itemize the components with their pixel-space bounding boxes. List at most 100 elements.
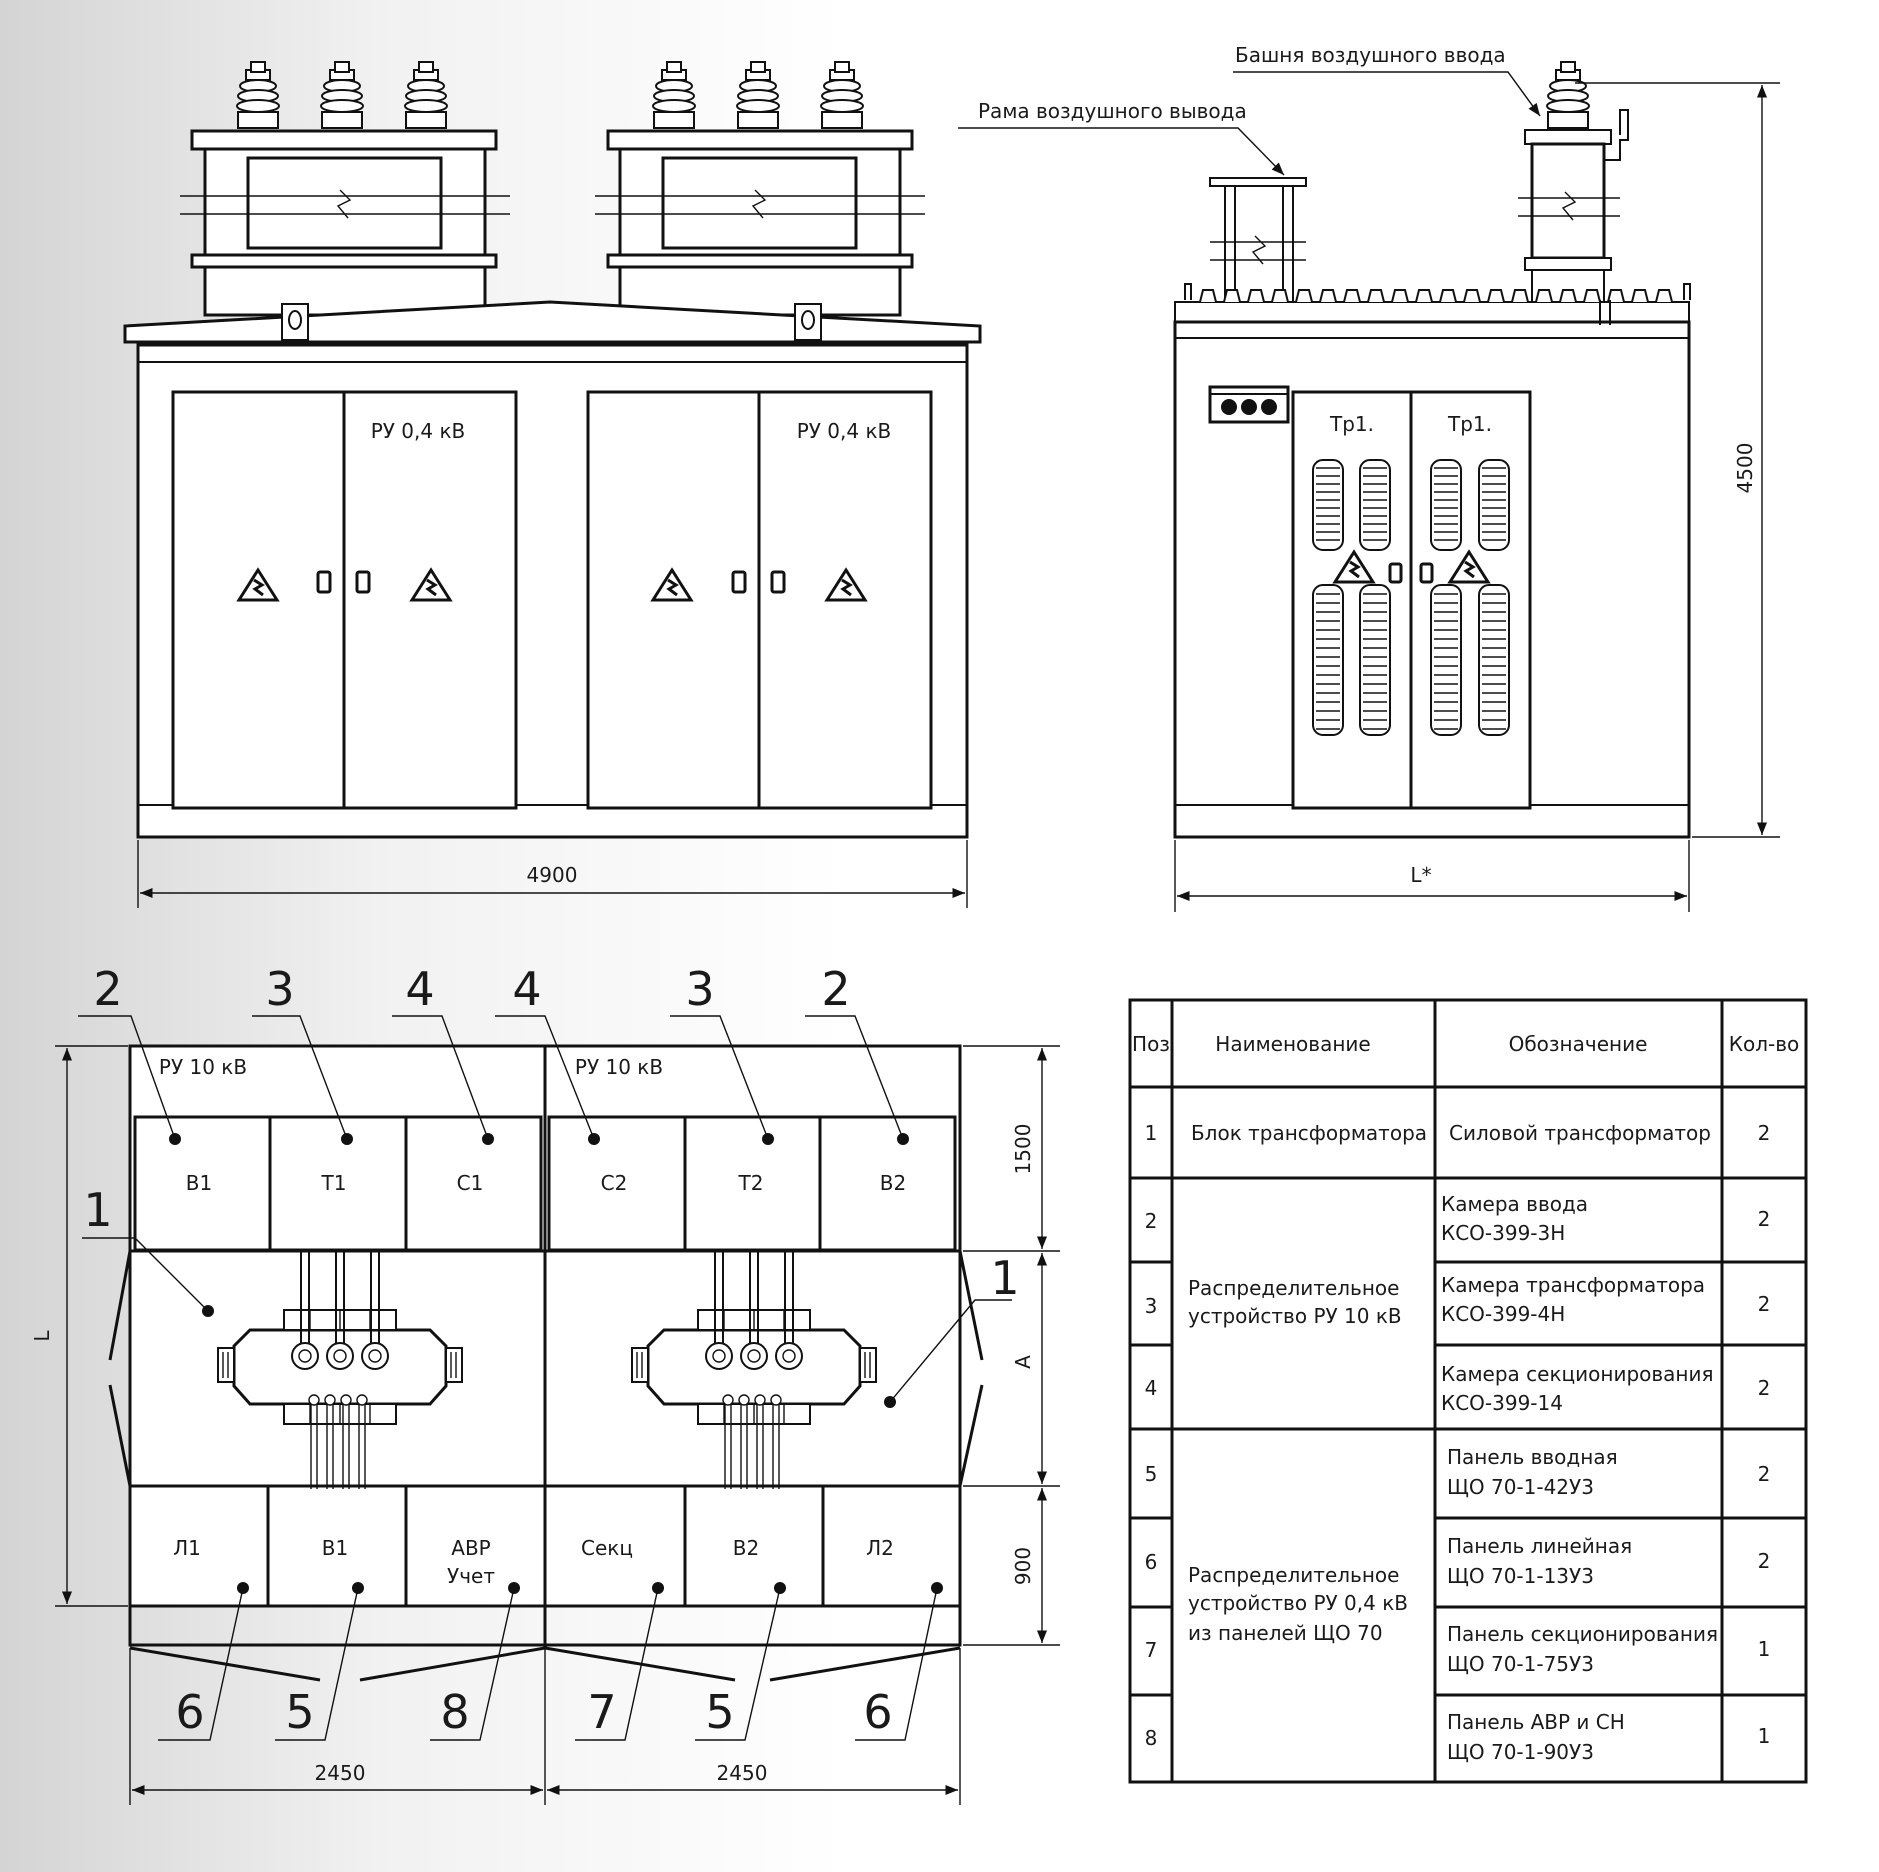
door-label-left: РУ 0,4 кВ (371, 419, 466, 443)
callout-2-right: 2 (821, 962, 850, 1016)
row-pos: 2 (1145, 1209, 1158, 1233)
header-pos: Поз (1132, 1032, 1170, 1056)
cooling-fin (1223, 289, 1241, 303)
cooling-fin (1343, 289, 1361, 303)
row-code-line1: Панель секционирования (1447, 1622, 1718, 1646)
row-pos: 8 (1145, 1726, 1158, 1750)
cooling-fin (1583, 289, 1601, 303)
row-code-line1: Камера секционирования (1441, 1362, 1714, 1386)
group-ru04-line2: устройство РУ 0,4 кВ (1188, 1591, 1408, 1615)
table-row: 6 Панель линейная ЩО 70-1-13У3 2 (1145, 1534, 1771, 1588)
callout-2-left: 2 (93, 962, 122, 1016)
cooling-fin (1487, 289, 1505, 303)
table-row: 2 Камера ввода КСО-399-3Н 2 (1145, 1192, 1771, 1245)
dim-2450-right: 2450 (717, 1761, 768, 1785)
cooling-fin (1559, 289, 1577, 303)
row1-name: Блок трансформатора (1191, 1121, 1427, 1145)
row-qty: 2 (1758, 1292, 1771, 1316)
cell-avr: АВР (451, 1536, 490, 1560)
row-code-line1: Камера ввода (1441, 1192, 1588, 1216)
table-row: 8 Панель АВР и СН ЩО 70-1-90У3 1 (1145, 1710, 1771, 1764)
row-qty: 1 (1758, 1724, 1771, 1748)
cooling-fin (1295, 289, 1313, 303)
cooling-fin (1439, 289, 1457, 303)
transformer-top-left (180, 61, 510, 317)
callout-1-left: 1 (83, 1183, 112, 1237)
dim-a: A (1011, 1355, 1035, 1369)
callout-1-right: 1 (990, 1251, 1019, 1305)
callout-7: 7 (587, 1685, 616, 1739)
callout-6-left: 6 (175, 1685, 204, 1739)
dim-l: L (30, 1330, 54, 1342)
row-pos: 6 (1145, 1550, 1158, 1574)
cooling-fin (1271, 289, 1289, 303)
cooling-fin (1607, 289, 1625, 303)
cooling-fin (1511, 289, 1529, 303)
callout-4-left: 4 (405, 962, 434, 1016)
callout-5-right: 5 (705, 1685, 734, 1739)
row-code-line1: Камера трансформатора (1441, 1273, 1705, 1297)
callout-4-right: 4 (512, 962, 541, 1016)
callout-6-right: 6 (863, 1685, 892, 1739)
row-code-line2: ЩО 70-1-75У3 (1447, 1652, 1594, 1676)
cooling-fin (1367, 289, 1385, 303)
row-code-line2: ЩО 70-1-42У3 (1447, 1475, 1594, 1499)
plan-view: РУ 10 кВ РУ 10 кВ В1 Т1 С1 С2 Т2 В2 Л1 В… (30, 962, 1060, 1805)
cooling-fin (1463, 289, 1481, 303)
cell-v1-top: В1 (186, 1171, 212, 1195)
row-pos: 5 (1145, 1462, 1158, 1486)
cooling-fin (1655, 289, 1673, 303)
cell-v1-bottom: В1 (322, 1536, 348, 1560)
row-qty: 1 (1758, 1637, 1771, 1661)
specification-table: Поз Наименование Обозначение Кол-во 1 Бл… (1128, 998, 1808, 1784)
cooling-fin (1199, 289, 1217, 303)
group-ru04-line3: из панелей ЩО 70 (1188, 1621, 1383, 1645)
front-view: РУ 0,4 кВ РУ 0,4 кВ 4900 (123, 61, 982, 908)
group-ru04-line1: Распределительное (1188, 1563, 1399, 1587)
row1-qty: 2 (1758, 1121, 1771, 1145)
row-code-line2: КСО-399-4Н (1441, 1302, 1565, 1326)
group-ru10-line2: устройство РУ 10 кВ (1188, 1304, 1402, 1328)
callout-5-left: 5 (285, 1685, 314, 1739)
header-name: Наименование (1215, 1032, 1370, 1056)
cell-uchet: Учет (447, 1564, 495, 1588)
cell-t1: Т1 (321, 1171, 347, 1195)
row-qty: 2 (1758, 1376, 1771, 1400)
row-pos: 7 (1145, 1638, 1158, 1662)
row-code-line1: Панель линейная (1447, 1534, 1632, 1558)
header-designation: Обозначение (1509, 1032, 1648, 1056)
row-code-line1: Панель вводная (1447, 1445, 1618, 1469)
group-ru10-line1: Распределительное (1188, 1276, 1399, 1300)
row-code-line1: Панель АВР и СН (1447, 1710, 1625, 1734)
row-qty: 2 (1758, 1549, 1771, 1573)
transformer-top-right (595, 61, 925, 317)
cell-c2: С2 (601, 1171, 628, 1195)
dim-2450-left: 2450 (315, 1761, 366, 1785)
callout-air-inlet-tower: Башня воздушного ввода (1235, 43, 1506, 67)
cell-t2: Т2 (738, 1171, 764, 1195)
cooling-fin (1247, 289, 1265, 303)
callout-3-left: 3 (265, 962, 294, 1016)
header-qty: Кол-во (1729, 1032, 1799, 1056)
cooling-fin (1631, 289, 1649, 303)
dim-1500: 1500 (1011, 1124, 1035, 1175)
front-width-dim: 4900 (527, 863, 578, 887)
cooling-fin (1415, 289, 1433, 303)
cooling-fins (1184, 283, 1691, 303)
cooling-fin (1535, 289, 1553, 303)
row-code-line2: КСО-399-14 (1441, 1391, 1563, 1415)
ru10-label-right: РУ 10 кВ (575, 1055, 663, 1079)
side-width-dim: L* (1410, 863, 1431, 887)
side-door-label-left: Тр1. (1329, 412, 1374, 436)
side-view: Башня воздушного ввода Рама воздушного в… (958, 43, 1780, 912)
cell-sekc: Секц (581, 1536, 633, 1560)
table-row: 7 Панель секционирования ЩО 70-1-75У3 1 (1145, 1622, 1771, 1676)
row-qty: 2 (1758, 1207, 1771, 1231)
table-row: 4 Камера секционирования КСО-399-14 2 (1145, 1362, 1771, 1415)
cell-l2: Л2 (866, 1536, 894, 1560)
row1-pos: 1 (1145, 1121, 1158, 1145)
door-label-right: РУ 0,4 кВ (797, 419, 892, 443)
cell-c1: С1 (457, 1171, 484, 1195)
row-code-line2: КСО-399-3Н (1441, 1221, 1565, 1245)
